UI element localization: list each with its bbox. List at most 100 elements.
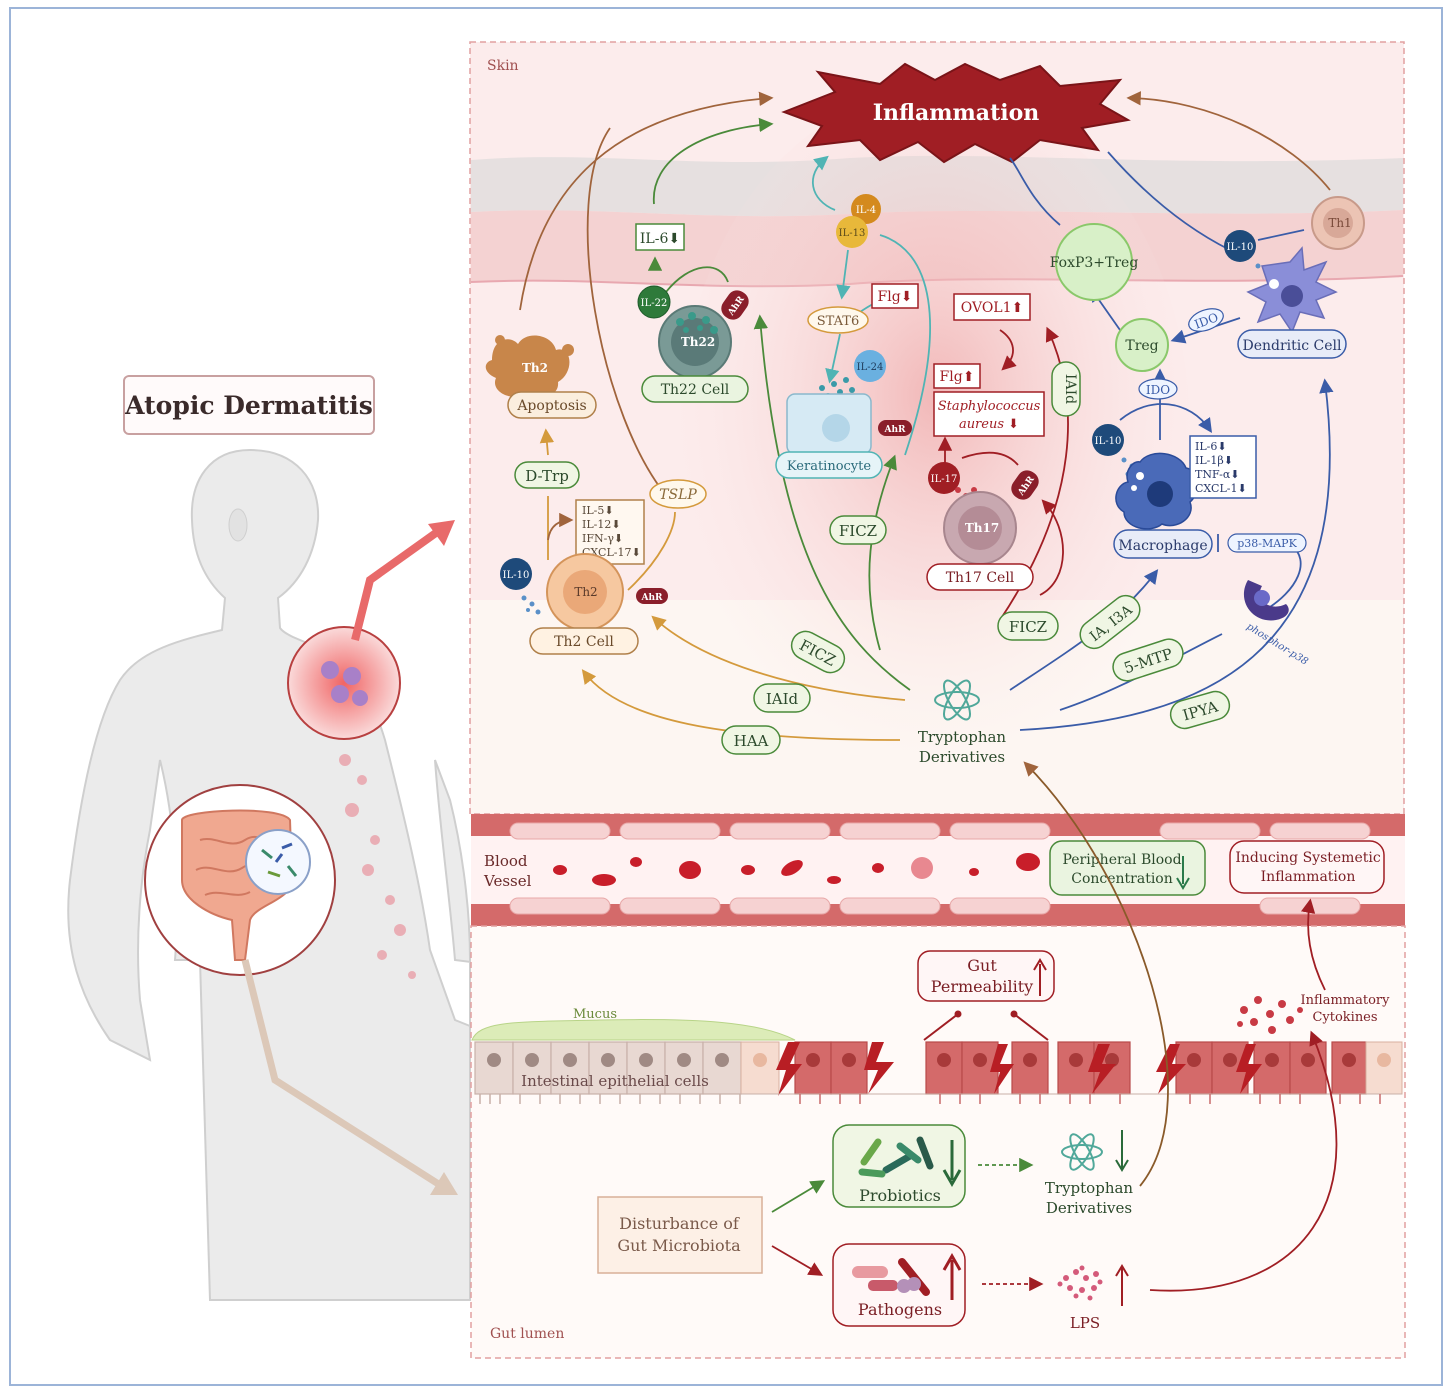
foxp3-treg: FoxP3+Treg xyxy=(1050,223,1139,301)
svg-text:AhR: AhR xyxy=(640,593,663,603)
svg-text:Th2 Cell: Th2 Cell xyxy=(554,634,614,650)
svg-text:Cytokines: Cytokines xyxy=(1312,1010,1377,1025)
svg-text:Th17: Th17 xyxy=(965,521,999,535)
ahr-th22: AhR xyxy=(721,290,749,320)
ficz-label-3: FICZ xyxy=(997,611,1059,641)
ido-label-1: IDO xyxy=(1188,308,1224,332)
svg-text:Probiotics: Probiotics xyxy=(859,1186,941,1205)
svg-text:STAT6: STAT6 xyxy=(817,314,860,329)
svg-text:FICZ: FICZ xyxy=(839,522,877,540)
svg-text:Permeability: Permeability xyxy=(931,977,1033,996)
svg-text:Treg: Treg xyxy=(1125,338,1158,354)
iaid-vertical: IAId xyxy=(1051,361,1081,417)
svg-text:AhR: AhR xyxy=(883,425,906,435)
ficz-label-1: FICZ xyxy=(829,515,887,545)
svg-text:IL-6⬇: IL-6⬇ xyxy=(1195,440,1227,453)
il13-molecule: IL-13 xyxy=(836,216,868,248)
ido-label-2: IDO xyxy=(1138,378,1178,400)
svg-text:IL-10: IL-10 xyxy=(503,570,530,581)
svg-text:IL-22: IL-22 xyxy=(641,298,668,309)
svg-text:Dendritic Cell: Dendritic Cell xyxy=(1242,338,1342,354)
th1-cell: Th1 xyxy=(1311,196,1365,250)
haa-label: HAA xyxy=(721,725,781,755)
p38-mapk-label: p38-MAPK xyxy=(1217,533,1307,553)
svg-text:p38-MAPK: p38-MAPK xyxy=(1237,537,1297,550)
svg-text:IL-13: IL-13 xyxy=(839,228,866,239)
svg-text:Flg⬇: Flg⬇ xyxy=(878,289,913,305)
svg-text:IL-1β⬇: IL-1β⬇ xyxy=(1195,454,1233,467)
svg-text:IL-5⬇: IL-5⬇ xyxy=(582,504,614,517)
ahr-keratinocyte: AhR xyxy=(878,420,912,436)
th17-cell: Th17 Th17 Cell xyxy=(926,491,1034,591)
flg-up-box: Flg⬆ xyxy=(933,363,981,389)
svg-text:IL-12⬇: IL-12⬇ xyxy=(582,518,621,531)
tryptophan-derivatives-gut: Tryptophan Derivatives xyxy=(1045,1130,1134,1217)
svg-text:Tryptophan: Tryptophan xyxy=(918,728,1007,746)
svg-text:TSLP: TSLP xyxy=(659,487,697,503)
probiotics-box: Probiotics xyxy=(832,1124,966,1208)
macrophage-cell: Macrophage xyxy=(1113,452,1213,559)
th2-cell: Th2 Th2 Cell xyxy=(529,553,639,655)
svg-text:Peripheral Blood: Peripheral Blood xyxy=(1062,852,1181,868)
svg-text:OVOL1⬆: OVOL1⬆ xyxy=(961,300,1024,316)
il24-molecule: IL-24 xyxy=(819,350,886,399)
svg-text:Macrophage: Macrophage xyxy=(1118,538,1207,554)
systemic-inflammation-box: Inducing Systemetic Inflammation xyxy=(1229,840,1385,894)
svg-text:Tryptophan: Tryptophan xyxy=(1045,1179,1134,1197)
dendritic-cell: Dendritic Cell xyxy=(1237,246,1347,359)
d-trp-label: D-Trp xyxy=(514,461,580,489)
apoptotic-th2: Th2 Apoptosis xyxy=(485,335,597,419)
svg-text:TNF-α⬇: TNF-α⬇ xyxy=(1195,468,1239,481)
keratinocyte: Keratinocyte xyxy=(775,393,883,479)
intestine-to-gut-arrow xyxy=(241,959,442,1188)
tslp-label: TSLP xyxy=(649,479,707,509)
svg-text:Flg⬆: Flg⬆ xyxy=(940,369,975,385)
ahr-th2: AhR xyxy=(636,588,668,604)
svg-text:Mucus: Mucus xyxy=(573,1007,617,1022)
svg-text:Th2: Th2 xyxy=(522,361,548,375)
svg-text:Apoptosis: Apoptosis xyxy=(516,398,586,414)
svg-text:IAId: IAId xyxy=(766,690,799,708)
intestine-circle xyxy=(144,784,336,976)
il6-box: IL-6⬇ xyxy=(635,223,685,251)
svg-text:IDO: IDO xyxy=(1146,383,1170,397)
il4-molecule: IL-4 xyxy=(851,194,881,224)
ahr-th17: AhR xyxy=(1011,470,1039,500)
svg-text:HAA: HAA xyxy=(734,732,769,750)
svg-text:Intestinal epithelial cells: Intestinal epithelial cells xyxy=(521,1072,709,1090)
svg-text:Th1: Th1 xyxy=(1328,216,1351,230)
svg-text:Inflammatory: Inflammatory xyxy=(1301,993,1391,1008)
il10-th2: IL-10 xyxy=(500,558,541,615)
svg-text:LPS: LPS xyxy=(1070,1314,1100,1332)
blood-vessel: Blood Vessel xyxy=(471,814,1405,926)
svg-text:Staphylococcus: Staphylococcus xyxy=(938,399,1041,414)
macrophage-cytokine-box: IL-6⬇ IL-1β⬇ TNF-α⬇ CXCL-1⬇ xyxy=(1189,435,1257,499)
ipya-label: IPYA xyxy=(1169,690,1231,730)
skin-label: Skin xyxy=(487,58,519,74)
svg-text:Th22 Cell: Th22 Cell xyxy=(661,382,730,398)
inflammatory-cytokines: Inflammatory Cytokines xyxy=(1237,993,1390,1034)
flg-down-box: Flg⬇ xyxy=(871,283,919,309)
lps-group: LPS xyxy=(1057,1264,1129,1332)
svg-text:Th22: Th22 xyxy=(681,335,715,349)
skin-arrows xyxy=(519,91,1334,741)
svg-text:Gut Microbiota: Gut Microbiota xyxy=(617,1236,741,1255)
svg-text:Concentration: Concentration xyxy=(1071,871,1173,887)
chest-to-skin-arrow xyxy=(351,526,443,641)
epithelial-layer: Intestinal epithelial cells xyxy=(474,1041,1403,1104)
svg-text:FoxP3+Treg: FoxP3+Treg xyxy=(1050,255,1139,271)
svg-text:IL-10: IL-10 xyxy=(1227,242,1254,253)
pathogens-box: Pathogens xyxy=(832,1243,966,1327)
th22-cell: Th22 Th22 Cell xyxy=(641,305,749,403)
inflammation-label: Inflammation xyxy=(873,100,1040,126)
ovol1-box: OVOL1⬆ xyxy=(953,293,1031,321)
svg-text:Th17 Cell: Th17 Cell xyxy=(946,570,1015,586)
outer-frame xyxy=(9,7,1443,1386)
svg-text:Derivatives: Derivatives xyxy=(1046,1199,1132,1217)
svg-text:Inflammation: Inflammation xyxy=(1261,869,1356,885)
svg-text:Inducing Systemetic: Inducing Systemetic xyxy=(1235,850,1381,866)
svg-text:IL-24: IL-24 xyxy=(857,362,884,373)
svg-text:Gut lumen: Gut lumen xyxy=(490,1326,564,1342)
svg-text:FICZ: FICZ xyxy=(1009,618,1047,636)
